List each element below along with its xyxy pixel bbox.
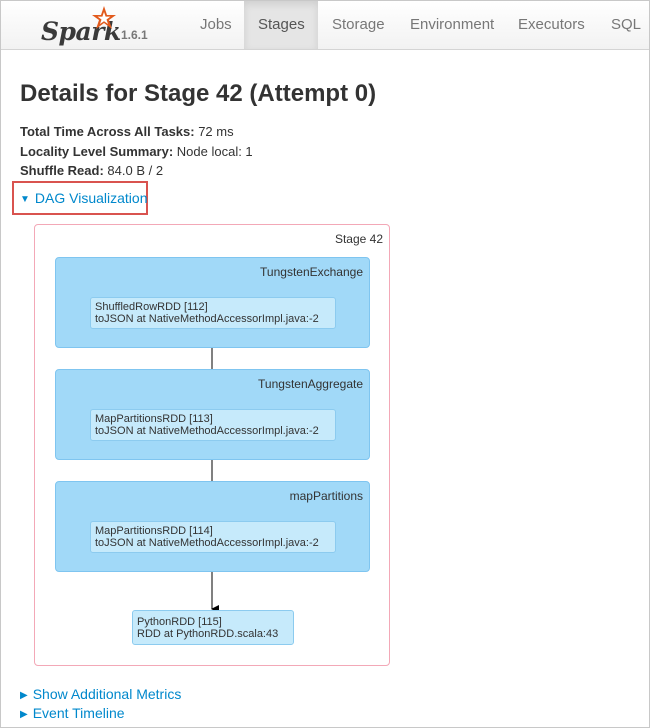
node-callsite: RDD at PythonRDD.scala:43 bbox=[137, 628, 279, 640]
triangle-right-icon: ▶ bbox=[20, 709, 28, 720]
top-navbar: Spark 1.6.1 Jobs Stages Storage Environm… bbox=[1, 1, 649, 50]
stage-label: Stage 42 bbox=[334, 232, 383, 246]
timeline-toggle-label: Event Timeline bbox=[32, 705, 125, 721]
node-callsite: toJSON at NativeMethodAccessorImpl.java:… bbox=[95, 537, 319, 549]
dag-node[interactable]: ShuffledRowRDD [112] toJSON at NativeMet… bbox=[90, 297, 336, 329]
summary-label: Shuffle Read: bbox=[20, 163, 104, 178]
dag-toggle-highlight bbox=[12, 181, 148, 215]
tab-stages[interactable]: Stages bbox=[244, 1, 318, 49]
show-additional-metrics-toggle[interactable]: ▶ Show Additional Metrics bbox=[20, 686, 181, 702]
summary-value: Node local: 1 bbox=[173, 143, 253, 159]
stage-summary: Total Time Across All Tasks: 72 ms Local… bbox=[20, 122, 253, 181]
node-callsite: toJSON at NativeMethodAccessorImpl.java:… bbox=[95, 425, 319, 437]
page-title: Details for Stage 42 (Attempt 0) bbox=[20, 80, 377, 107]
dag-stage-box: Stage 42 TungstenExchange ShuffledRowRDD… bbox=[34, 224, 390, 666]
dag-cluster: mapPartitions MapPartitionsRDD [114] toJ… bbox=[55, 481, 370, 572]
metrics-toggle-label: Show Additional Metrics bbox=[32, 686, 182, 702]
tab-environment[interactable]: Environment bbox=[410, 16, 495, 33]
node-rdd-name: MapPartitionsRDD [114] bbox=[95, 525, 213, 537]
summary-total-time: Total Time Across All Tasks: 72 ms bbox=[20, 122, 253, 142]
node-rdd-name: PythonRDD [115] bbox=[137, 616, 222, 628]
node-callsite: toJSON at NativeMethodAccessorImpl.java:… bbox=[95, 313, 319, 325]
spark-star-icon bbox=[92, 6, 116, 29]
dag-cluster: TungstenExchange ShuffledRowRDD [112] to… bbox=[55, 257, 370, 348]
tab-sql[interactable]: SQL bbox=[611, 16, 642, 33]
tab-storage[interactable]: Storage bbox=[332, 16, 385, 33]
dag-visualization-toggle[interactable]: ▼ DAG Visualization bbox=[20, 190, 147, 206]
event-timeline-toggle[interactable]: ▶ Event Timeline bbox=[20, 705, 125, 721]
node-rdd-name: MapPartitionsRDD [113] bbox=[95, 413, 213, 425]
dag-node[interactable]: MapPartitionsRDD [114] toJSON at NativeM… bbox=[90, 521, 336, 553]
spark-version: 1.6.1 bbox=[121, 28, 148, 42]
dag-node[interactable]: PythonRDD [115] RDD at PythonRDD.scala:4… bbox=[132, 610, 294, 645]
summary-locality: Locality Level Summary: Node local: 1 bbox=[20, 142, 253, 162]
summary-shuffle-read: Shuffle Read: 84.0 B / 2 bbox=[20, 161, 253, 181]
tab-executors[interactable]: Executors bbox=[518, 16, 585, 33]
triangle-down-icon: ▼ bbox=[20, 194, 30, 205]
tab-jobs[interactable]: Jobs bbox=[200, 16, 232, 33]
summary-label: Locality Level Summary: bbox=[20, 143, 174, 159]
summary-value: 72 ms bbox=[194, 124, 234, 139]
cluster-label: TungstenAggregate bbox=[258, 377, 363, 391]
dag-cluster: TungstenAggregate MapPartitionsRDD [113]… bbox=[55, 369, 370, 460]
triangle-right-icon: ▶ bbox=[20, 690, 28, 701]
cluster-label: TungstenExchange bbox=[260, 265, 363, 279]
node-rdd-name: ShuffledRowRDD [112] bbox=[95, 301, 208, 313]
cluster-label: mapPartitions bbox=[289, 489, 363, 503]
dag-toggle-label: DAG Visualization bbox=[34, 190, 148, 206]
summary-label: Total Time Across All Tasks: bbox=[20, 124, 195, 139]
dag-node[interactable]: MapPartitionsRDD [113] toJSON at NativeM… bbox=[90, 409, 336, 441]
spark-logo[interactable]: Spark 1.6.1 bbox=[39, 5, 159, 46]
summary-value: 84.0 B / 2 bbox=[103, 163, 164, 178]
